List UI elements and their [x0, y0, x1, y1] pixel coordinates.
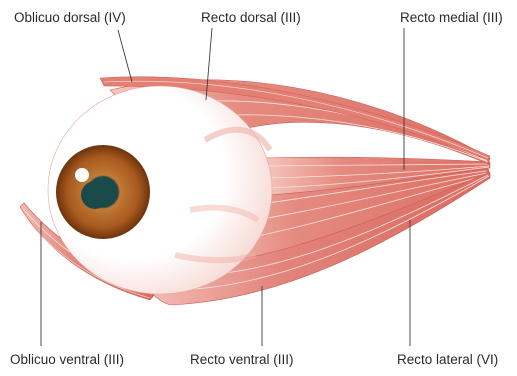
leader-dorsal-oblique [118, 30, 132, 82]
label-lateral-rectus: Recto lateral (VI) [397, 352, 498, 368]
label-medial-rectus: Recto medial (III) [400, 10, 503, 26]
label-ventral-oblique: Oblicuo ventral (III) [10, 352, 124, 368]
label-dorsal-oblique: Oblicuo dorsal (IV) [14, 10, 126, 26]
iris [56, 145, 150, 239]
label-dorsal-rectus: Recto dorsal (III) [201, 10, 301, 26]
pupil [81, 181, 109, 209]
label-ventral-rectus: Recto ventral (III) [190, 352, 294, 368]
pupil-highlight [75, 168, 89, 182]
